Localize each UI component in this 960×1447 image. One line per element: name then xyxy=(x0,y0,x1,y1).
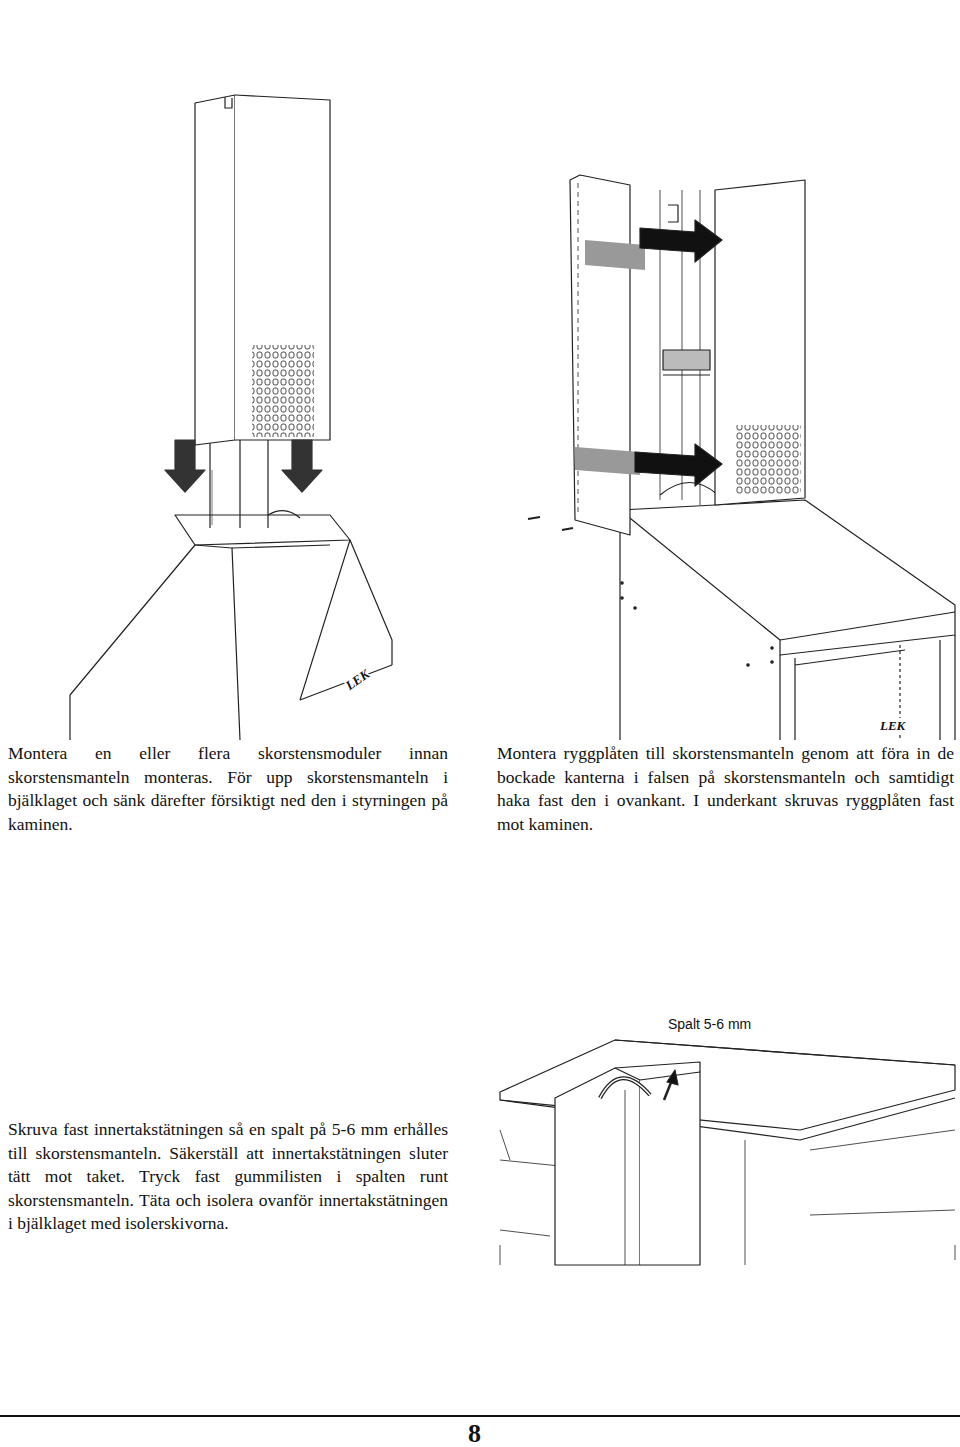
dimension-label: Spalt 5-6 mm xyxy=(668,1016,751,1032)
page-number: 8 xyxy=(468,1419,481,1447)
page-rule xyxy=(0,1415,960,1417)
brand-mark: LEK xyxy=(880,718,905,734)
figure-chimney-lowering xyxy=(70,95,392,740)
figure-backplate-mounting xyxy=(528,175,955,740)
step-caption: Montera en eller flera skorstensmoduler … xyxy=(8,742,448,836)
figure-ceiling-seal xyxy=(500,1040,955,1265)
step-caption: Skruva fast innertakstätningen så en spa… xyxy=(8,1118,448,1236)
brand-mark: LEK xyxy=(343,666,373,694)
step-caption: Montera ryggplåten till skorstensmanteln… xyxy=(497,742,954,836)
